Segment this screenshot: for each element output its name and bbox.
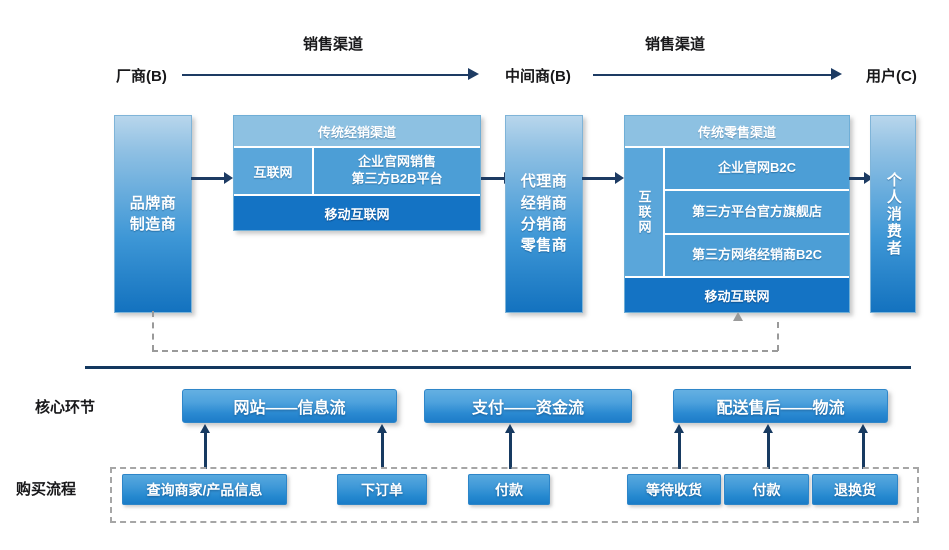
retail-footer-mobile-internet: 移动互联网 [625, 276, 849, 312]
flow-arrow-head-2 [831, 68, 842, 80]
pillar-manufacturer-line-2: 制造商 [129, 216, 177, 233]
purchase-step-pay[interactable]: 付款 [468, 474, 550, 505]
core-stage-logistics[interactable]: 配送售后——物流 [673, 389, 888, 423]
distribution-cell-1-line-1: 企业官网销售 [357, 154, 436, 170]
pillar-middleman-line-4: 零售商 [520, 237, 568, 255]
node-label-consumer: 用户(C) [866, 68, 917, 85]
purchase-flow-container [110, 467, 919, 523]
distribution-channel-cell-1: 企业官网销售 第三方B2B平台 [314, 148, 480, 194]
node-label-middleman: 中间商(B) [505, 68, 571, 85]
feedback-dash-vertical-right [777, 322, 779, 351]
pillar-consumer-label: 个人消费者 [884, 171, 902, 257]
flow-arrow-head-1 [468, 68, 479, 80]
section-divider [85, 366, 911, 369]
core-stage-payment[interactable]: 支付——资金流 [424, 389, 632, 423]
pillar-middleman-line-1: 代理商 [520, 173, 568, 191]
channel-label-2: 销售渠道 [645, 36, 706, 53]
channel-label-1: 销售渠道 [303, 36, 364, 53]
connector-arrow-1 [191, 172, 233, 184]
section-label-purchase: 购买流程 [16, 481, 77, 498]
feedback-dash-arrowhead [733, 312, 743, 321]
connector-arrow-4 [849, 172, 873, 184]
flow-arrow-line-2 [593, 74, 833, 76]
purchase-step-order[interactable]: 下订单 [337, 474, 427, 505]
group-traditional-distribution: 传统经销渠道 互联网 企业官网销售 第三方B2B平台 移动互联网 [233, 115, 481, 231]
distribution-internet-cell: 互联网 [234, 148, 314, 194]
group-traditional-retail: 传统零售渠道 互联网 企业官网B2C 第三方平台官方旗舰店 第三方网络经销商B2… [624, 115, 850, 313]
pillar-consumer: 个人消费者 [870, 115, 916, 313]
pillar-manufacturer-line-1: 品牌商 [129, 194, 177, 212]
connector-arrow-3 [582, 172, 624, 184]
retail-channel-cell-2: 第三方平台官方旗舰店 [665, 189, 849, 232]
distribution-footer-mobile-internet: 移动互联网 [234, 194, 480, 230]
purchase-step-await-delivery[interactable]: 等待收货 [627, 474, 721, 505]
pillar-middleman-line-2: 经销商 [520, 194, 568, 212]
node-label-manufacturer: 厂商(B) [116, 68, 167, 85]
purchase-step-return[interactable]: 退换货 [812, 474, 898, 505]
flow-arrow-line-1 [182, 74, 470, 76]
retail-channel-cell-3: 第三方网络经销商B2C [665, 232, 849, 276]
pillar-middleman: 代理商 经销商 分销商 零售商 [505, 115, 583, 313]
feedback-dash-vertical-left [152, 311, 154, 351]
purchase-step-query[interactable]: 查询商家/产品信息 [122, 474, 287, 505]
purchase-step-pay-2[interactable]: 付款 [724, 474, 809, 505]
distribution-header: 传统经销渠道 [234, 116, 480, 148]
retail-header: 传统零售渠道 [625, 116, 849, 148]
feedback-dash-horizontal [152, 350, 778, 352]
retail-channel-cell-1: 企业官网B2C [717, 160, 796, 176]
retail-internet-cell: 互联网 [636, 189, 652, 235]
pillar-manufacturer: 品牌商 制造商 [114, 115, 192, 313]
pillar-middleman-line-3: 分销商 [520, 216, 568, 233]
core-stage-website[interactable]: 网站——信息流 [182, 389, 397, 423]
section-label-core: 核心环节 [35, 399, 96, 416]
distribution-cell-1-line-2: 第三方B2B平台 [351, 171, 443, 186]
